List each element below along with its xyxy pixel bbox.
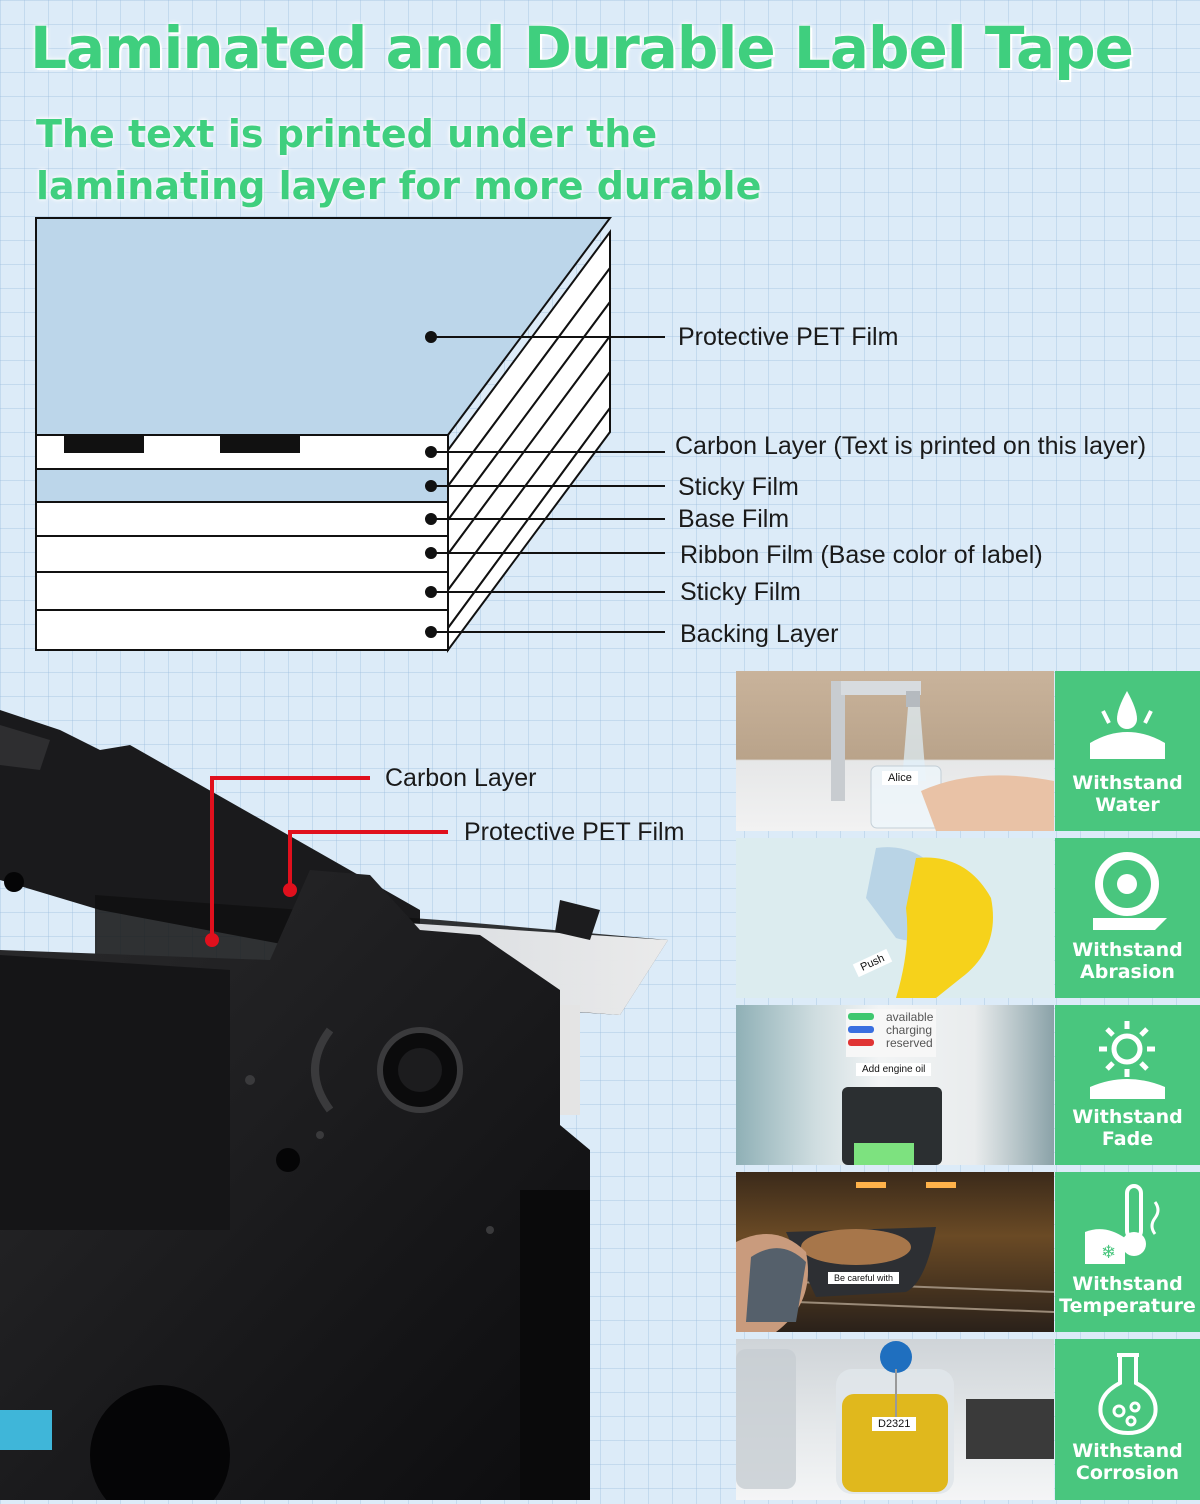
label-backing-layer: Backing Layer [680, 620, 839, 648]
page-title: Laminated and Durable Label Tape [30, 14, 1134, 82]
tape-roll-icon [1093, 852, 1167, 930]
photo-fade: available charging reserved Add engine o… [736, 1005, 1054, 1165]
layer-stack-illustration [35, 217, 665, 654]
fade-legend-reserved: reserved [886, 1036, 933, 1050]
photo-corrosion-sticker: D2321 [872, 1417, 917, 1431]
feature-fade-line1: Withstand [1072, 1106, 1183, 1128]
label-sticky-film: Sticky Film [678, 473, 799, 501]
photo-water-sticker: Alice [882, 771, 918, 785]
feature-withstand-corrosion: Withstand Corrosion [1055, 1339, 1200, 1500]
base-film-layer [35, 501, 449, 537]
feature-withstand-temperature: ❄ Withstand Temperature [1055, 1172, 1200, 1332]
cassette-label-pet: Protective PET Film [464, 818, 685, 846]
cassette-drawing [0, 710, 668, 1504]
photo-temperature-sticker: Be careful with [828, 1272, 900, 1284]
ribbon-film-layer [35, 535, 449, 573]
sticky-film-layer-2 [35, 571, 449, 611]
layer-diagram: Protective PET Film Carbon Layer (Text i… [0, 200, 1200, 670]
photo-abrasion: Push [736, 838, 1054, 998]
feature-temperature-line2: Temperature [1059, 1295, 1196, 1317]
photo-water: Alice [736, 671, 1054, 831]
label-ribbon-film: Ribbon Film (Base color of label) [680, 541, 1043, 569]
feature-withstand-water: Withstand Water [1055, 671, 1200, 831]
photo-temperature: Be careful with [736, 1172, 1054, 1332]
backing-layer [35, 609, 449, 651]
svg-text:❄: ❄ [1101, 1242, 1116, 1263]
water-splash-icon [1090, 691, 1165, 759]
feature-corrosion-line2: Corrosion [1075, 1462, 1180, 1484]
page-subtitle: The text is printed under the laminating… [36, 112, 762, 260]
feature-withstand-abrasion: Withstand Abrasion [1055, 838, 1200, 998]
feature-abrasion-line1: Withstand [1072, 939, 1183, 961]
feature-corrosion-line1: Withstand [1072, 1440, 1183, 1462]
photo-corrosion: D2321 [736, 1339, 1054, 1500]
feature-withstand-fade: Withstand Fade [1055, 1005, 1200, 1165]
feature-fade-line2: Fade [1101, 1128, 1154, 1150]
fade-legend-available: available [886, 1010, 934, 1024]
cassette-label-carbon: Carbon Layer [385, 764, 537, 792]
label-sticky-film-2: Sticky Film [680, 578, 801, 606]
fade-legend-charging: charging [886, 1023, 933, 1037]
feature-abrasion-line2: Abrasion [1080, 961, 1175, 983]
feature-water-line2: Water [1095, 794, 1160, 816]
photo-fade-sticker: Add engine oil [856, 1063, 932, 1076]
feature-water-line1: Withstand [1072, 772, 1183, 794]
sun-icon [1090, 1021, 1165, 1099]
label-base-film: Base Film [678, 505, 790, 533]
feature-temperature-line1: Withstand [1072, 1273, 1183, 1295]
tape-cassette-illustration: Carbon Layer Protective PET Film [0, 670, 730, 1504]
thermometer-icon: ❄ [1085, 1184, 1160, 1264]
label-protective-pet-film: Protective PET Film [678, 323, 899, 351]
label-carbon-layer: Carbon Layer (Text is printed on this la… [675, 432, 1147, 460]
sticky-film-layer [35, 468, 449, 503]
flask-icon [1098, 1353, 1158, 1436]
